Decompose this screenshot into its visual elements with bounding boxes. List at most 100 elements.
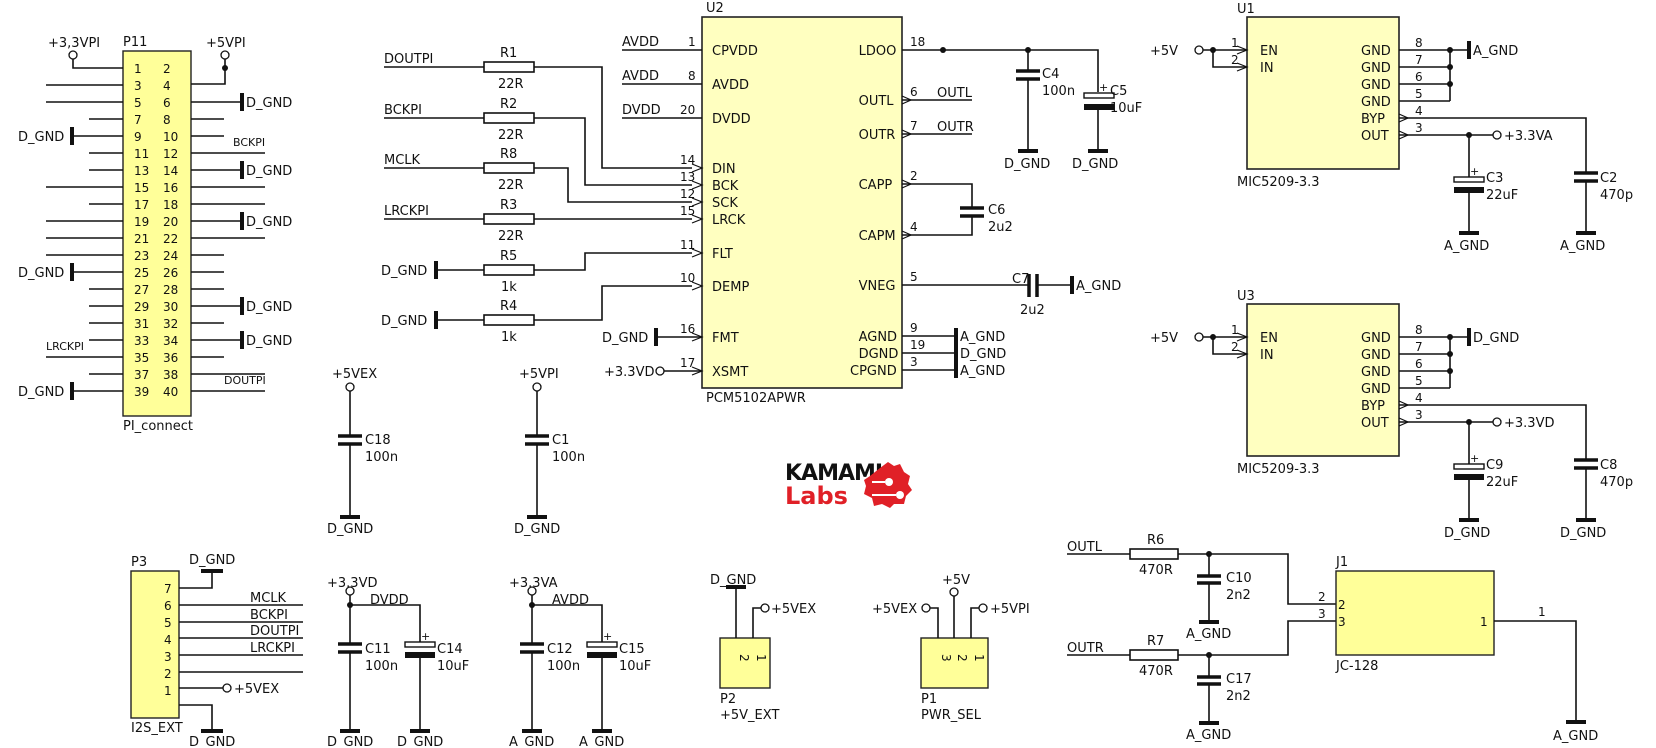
u3-pin-num: 5 <box>1415 374 1423 388</box>
input-arrow <box>1236 62 1249 72</box>
p11-pin-36: 36 <box>163 351 178 365</box>
p3-body <box>130 570 180 719</box>
input-arrow <box>691 248 704 258</box>
c10-gnd: A_GND <box>1186 627 1231 642</box>
c1-gnd: D_GND <box>514 522 560 537</box>
p11-pin-15: 15 <box>134 181 149 195</box>
p11-pin-14: 14 <box>163 164 178 178</box>
c8-value: 470p <box>1600 475 1633 490</box>
polarity-plus: + <box>603 630 612 643</box>
u2-net-label: D_GND <box>602 331 648 346</box>
c3-gnd: A_GND <box>1444 239 1489 254</box>
input-arrow <box>691 366 704 376</box>
p11-pin-35: 35 <box>134 351 149 365</box>
u3-ref: U3 <box>1237 289 1255 304</box>
u3-pin-name: IN <box>1260 348 1274 363</box>
resistor-body <box>483 314 535 326</box>
power-port <box>345 382 355 392</box>
p11-pin-29: 29 <box>134 300 149 314</box>
p11-pin-26: 26 <box>163 266 178 280</box>
p3-gnd-top: D_GND <box>189 553 235 568</box>
c12-gnd: A_GND <box>509 735 554 748</box>
u2-agnd-net: A_GND <box>960 330 1005 345</box>
p3-net-mclk: MCLK <box>250 591 287 606</box>
p1-body <box>920 637 989 689</box>
c6-ref: C6 <box>988 203 1005 218</box>
p3-gnd-bot: D_GND <box>189 735 235 748</box>
u2-pin-num: 11 <box>680 238 695 252</box>
u2-pin-num: 1 <box>688 35 696 49</box>
p3-pin-1: 1 <box>164 684 172 698</box>
p11-name: PI_connect <box>123 419 193 434</box>
r6-ref: R6 <box>1147 533 1164 548</box>
c12-ref: C12 <box>547 642 573 657</box>
resistor-body <box>483 213 535 225</box>
port-5vpi <box>220 50 230 60</box>
c9-ref: C9 <box>1486 458 1503 473</box>
p11-pin-9: 9 <box>134 130 142 144</box>
c1-value: 100n <box>552 450 585 465</box>
c18-net: +5VEX <box>332 367 377 382</box>
resistor-body <box>483 61 535 73</box>
kamami-labs-logo: KAMAMI Labs <box>785 461 912 510</box>
p11-pin-39: 39 <box>134 385 149 399</box>
r7-body <box>1129 649 1179 661</box>
u1-gnd-net: A_GND <box>1473 44 1518 59</box>
u3-pin-num: 3 <box>1415 408 1423 422</box>
input-arrow <box>691 180 704 190</box>
r6-net: OUTL <box>1067 540 1103 555</box>
input-arrow <box>691 197 704 207</box>
c17-ref: C17 <box>1226 672 1252 687</box>
p11-pin-33: 33 <box>134 334 149 348</box>
u2-pin-name: CPVDD <box>712 44 758 59</box>
u3-pin-name: GND <box>1361 365 1391 380</box>
u2-pin-name: SCK <box>712 196 738 211</box>
p3-net-lrckpi: LRCKPI <box>250 641 295 656</box>
capacitor-plate <box>405 652 435 658</box>
c4-value: 100n <box>1042 84 1075 99</box>
u3-body <box>1246 303 1400 457</box>
u2-net-label: AVDD <box>622 35 659 50</box>
u3-pin-name: BYP <box>1361 399 1385 414</box>
port-3v3pi <box>68 50 78 60</box>
u1-body <box>1246 16 1400 170</box>
u3-pin-num: 7 <box>1415 340 1423 354</box>
u2-pin-num: 7 <box>910 119 918 133</box>
p11-pin-22: 22 <box>163 232 178 246</box>
p3-ref: P3 <box>131 555 147 570</box>
p11-pin-10: 10 <box>163 130 178 144</box>
c14-gnd: D_GND <box>397 735 443 748</box>
p11-pin-6: 6 <box>163 96 171 110</box>
c9-gnd: D_GND <box>1444 526 1490 541</box>
resistor-body <box>483 264 535 276</box>
p3-name: I2S_EXT <box>131 721 183 736</box>
u2-net-label: +3.3VD <box>604 365 654 380</box>
input-arrow <box>1236 349 1249 359</box>
p1-net3: +5VEX <box>872 602 917 617</box>
u1-pin-num: 3 <box>1415 121 1423 135</box>
p1-pin-1: 1 <box>972 654 986 662</box>
u2-pin-name: DVDD <box>712 112 751 127</box>
c18-value: 100n <box>365 450 398 465</box>
u1-pin-num: 2 <box>1231 53 1239 67</box>
input-arrow <box>1236 332 1249 342</box>
u2-pin-name: BCK <box>712 179 739 194</box>
c1-net: +5VPI <box>519 367 559 382</box>
p2-body <box>719 637 771 689</box>
u1-name: MIC5209-3.3 <box>1237 175 1320 190</box>
capacitor-plate <box>404 641 436 648</box>
p11-pin-2: 2 <box>163 62 171 76</box>
j1-body <box>1335 570 1495 656</box>
output-filter: OUTL R6 470R C10 2n2 A_GND OUTR R7 470R … <box>1067 533 1598 744</box>
u2-pin-name: CPGND <box>850 364 897 379</box>
u1-pin-name: GND <box>1361 95 1391 110</box>
u2-pin-name: DGND <box>859 347 899 362</box>
u2-pin-num: 19 <box>910 338 925 352</box>
p11-pin-25: 25 <box>134 266 149 280</box>
resistor-value: 1k <box>501 280 517 295</box>
capacitor-plate <box>587 652 617 658</box>
u1-pin-name: GND <box>1361 78 1391 93</box>
